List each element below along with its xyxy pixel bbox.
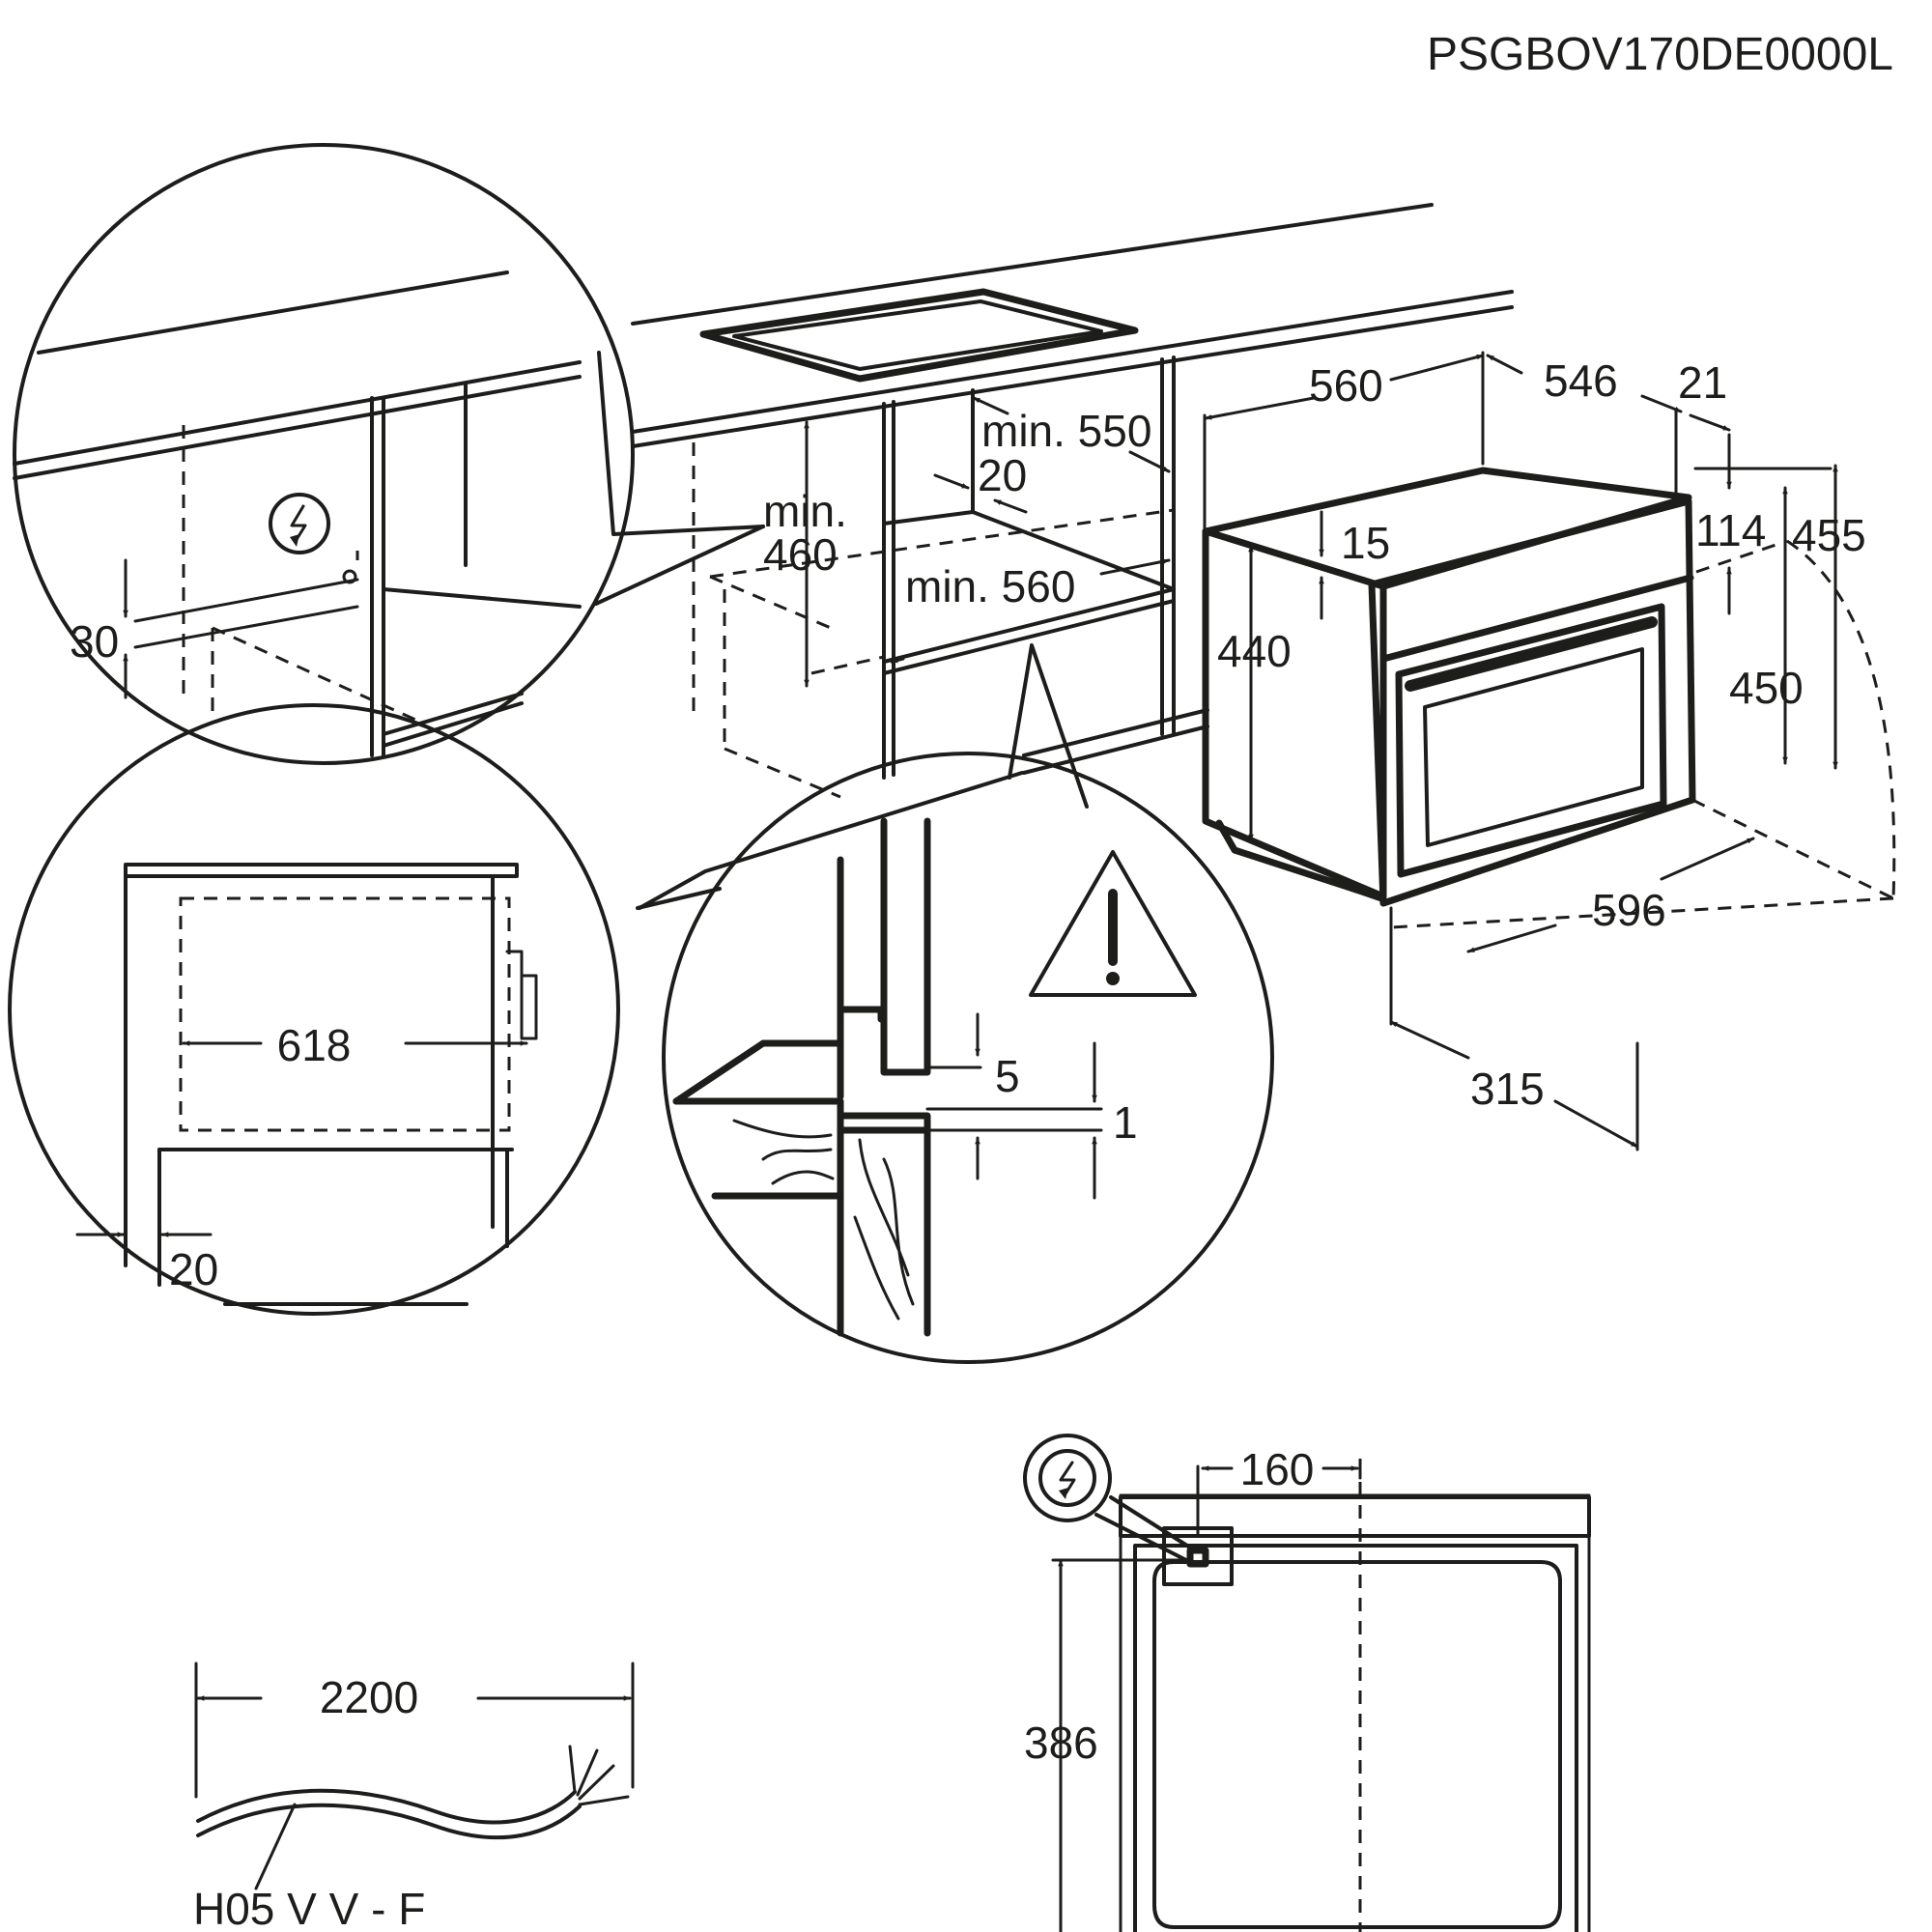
electrical-connection-icon xyxy=(269,493,330,554)
back-height-386: 386 xyxy=(1024,1718,1098,1768)
appliance-front-21: 21 xyxy=(1678,357,1727,408)
niche-min-label: min. xyxy=(763,486,847,536)
niche-height-460: 460 xyxy=(763,529,838,580)
appliance-front-114: 114 xyxy=(1695,505,1766,555)
appliance-dimensions: 560 546 21 15 440 114 455 450 596 315 xyxy=(1203,351,1866,1151)
appliance-top-15: 15 xyxy=(1341,518,1390,568)
appliance-depth-546: 546 xyxy=(1544,355,1618,406)
appliance-door-315: 315 xyxy=(1470,1064,1545,1114)
appliance-width-560: 560 xyxy=(1309,360,1383,411)
niche-depth-min-550: min. 550 xyxy=(981,406,1151,456)
detail-outlet: 30 xyxy=(13,143,765,765)
back-view: 160 386 xyxy=(1023,1434,1591,1932)
niche-cabinet xyxy=(631,203,1514,910)
niche-width-min-560: min. 560 xyxy=(905,561,1075,611)
side-gap-20: 20 xyxy=(169,1244,218,1294)
niche-dimensions: min. 460 min. 550 20 min. 560 xyxy=(763,396,1171,688)
appliance-front-450: 450 xyxy=(1729,663,1804,713)
detail-side: 618 20 xyxy=(8,703,620,1316)
back-offset-160: 160 xyxy=(1240,1444,1315,1494)
outlet-height-30: 30 xyxy=(70,616,119,667)
appliance-front-455: 455 xyxy=(1792,510,1866,560)
niche-gap-20: 20 xyxy=(978,450,1027,500)
electrical-connection-icon xyxy=(1023,1434,1112,1522)
detail-gap: 5 1 xyxy=(638,643,1274,1364)
appliance-front-596: 596 xyxy=(1592,885,1666,935)
appliance-body xyxy=(1202,467,1896,929)
appliance-height-440: 440 xyxy=(1217,626,1292,676)
model-code: PSGBOV170DE0000L xyxy=(1427,29,1893,80)
gap-5: 5 xyxy=(995,1051,1020,1101)
cable-type: H05 V V - F xyxy=(193,1884,425,1932)
side-width-618: 618 xyxy=(277,1020,352,1070)
cable-length-2200: 2200 xyxy=(320,1672,418,1722)
gap-1: 1 xyxy=(1113,1097,1138,1148)
cable: 2200 H05 V V - F xyxy=(193,1662,635,1932)
warning-triangle-icon xyxy=(1029,850,1197,997)
